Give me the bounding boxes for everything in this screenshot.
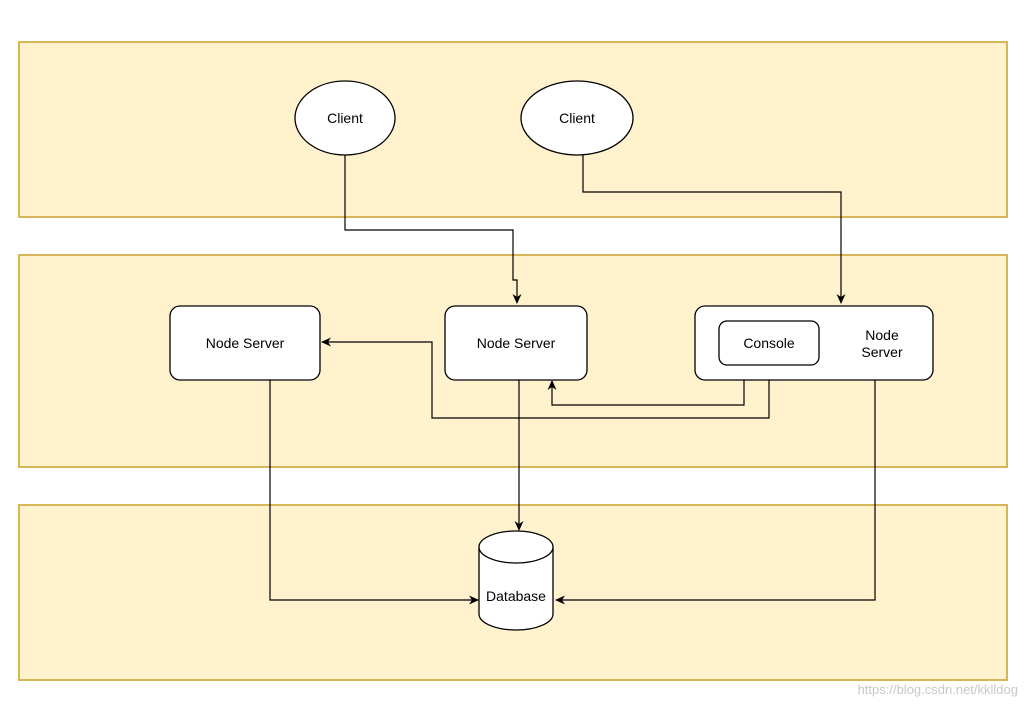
edge-console-to-server1 [321, 337, 770, 419]
client-2-label: Client [559, 110, 595, 126]
database-label: Database [486, 588, 546, 604]
database-node: Database [478, 530, 554, 631]
lane-clients [18, 41, 1008, 218]
console-label: Console [743, 335, 795, 351]
node-server-3-label-line2: Server [861, 344, 903, 360]
client-node-1: Client [294, 80, 396, 156]
node-server-2-label: Node Server [477, 335, 556, 351]
edge-console-to-server2 [547, 365, 745, 406]
edge-server1-to-database [269, 380, 479, 605]
node-server-2: Node Server [444, 305, 588, 381]
client-1-label: Client [327, 110, 363, 126]
watermark-text: https://blog.csdn.net/kklldog [858, 682, 1018, 697]
client-node-2: Client [520, 80, 634, 156]
node-server-1-label: Node Server [206, 335, 285, 351]
edge-server3-to-database [555, 380, 876, 605]
console-node: Console [718, 320, 820, 366]
edge-client2-to-server3 [582, 155, 846, 304]
node-server-1: Node Server [169, 305, 321, 381]
edge-client1-to-server2 [344, 155, 522, 304]
node-server-3-label-line1: Node [865, 327, 899, 343]
